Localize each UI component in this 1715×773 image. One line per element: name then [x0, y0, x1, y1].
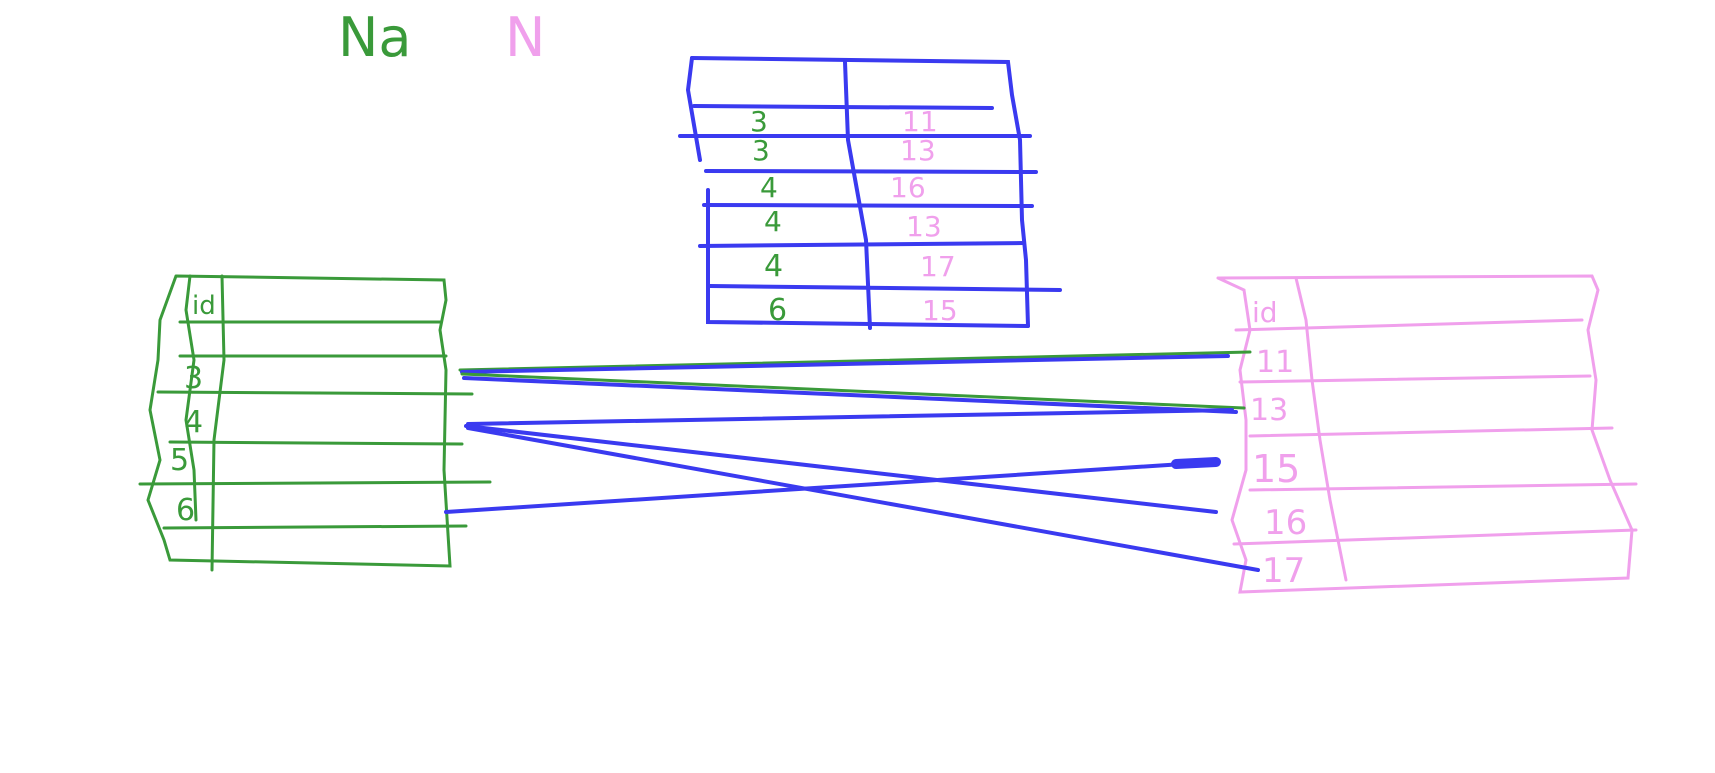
- right-table-id: 15: [1252, 447, 1300, 491]
- join-right-cell: 15: [922, 294, 958, 327]
- left-table-cells: id 3 4 5 6: [170, 291, 216, 528]
- join-left-cell: 4: [764, 205, 782, 238]
- right-table-id: 17: [1262, 551, 1305, 591]
- right-table-column-divider: [1294, 276, 1348, 582]
- join-connectors: [444, 350, 1260, 572]
- left-table-row-line: [168, 440, 464, 446]
- title: Na N: [338, 6, 545, 69]
- right-table-id: 11: [1256, 345, 1294, 380]
- join-table-border-left-upper: [685, 56, 702, 162]
- right-table-row-line: [1238, 374, 1592, 384]
- connector-6-15-endpoint: [1171, 457, 1221, 469]
- connector-3-11: [460, 354, 1230, 374]
- join-right-cell: 13: [906, 210, 942, 243]
- join-left-cell: 6: [768, 293, 787, 328]
- left-table: [138, 274, 492, 572]
- connector-3-13: [462, 376, 1238, 414]
- left-table-inner-left-line: [184, 274, 198, 522]
- left-table-column-divider: [210, 274, 226, 572]
- title-na: Na: [338, 6, 412, 69]
- connector-6-15: [444, 460, 1216, 514]
- connector-3-13-green: [460, 372, 1246, 410]
- right-table-id: 16: [1264, 503, 1307, 543]
- right-table-id: 13: [1250, 393, 1288, 428]
- left-table-header: id: [192, 291, 216, 321]
- join-left-cell: 3: [752, 134, 770, 167]
- right-table-row-line: [1232, 528, 1638, 546]
- left-table-id: 4: [184, 405, 203, 440]
- join-table: [678, 56, 1062, 330]
- join-right-cell: 11: [902, 105, 938, 138]
- connector-4-17: [466, 426, 1260, 572]
- join-table-row-line: [698, 241, 1026, 248]
- join-right-cell: 16: [890, 171, 926, 204]
- right-table-cells: id 11 13 15 16 17: [1250, 296, 1307, 591]
- join-right-cell: 13: [900, 134, 936, 167]
- title-n: N: [505, 6, 545, 69]
- join-left-cell: 3: [750, 105, 768, 138]
- connector-4-16: [464, 424, 1218, 514]
- connector-3-11-green: [458, 350, 1252, 372]
- right-table-row-line: [1248, 426, 1614, 438]
- right-table-header: id: [1252, 296, 1278, 329]
- join-left-cell: 4: [764, 249, 783, 284]
- connector-4-13: [466, 408, 1234, 426]
- left-table-row-line: [156, 390, 474, 396]
- left-table-row-line: [162, 524, 468, 530]
- left-table-row-line: [138, 480, 492, 486]
- left-table-id: 5: [170, 443, 189, 478]
- join-table-row-line: [702, 203, 1034, 208]
- join-table-border-top-right: [690, 56, 1030, 328]
- join-right-cell: 17: [920, 250, 956, 283]
- join-table-row-line: [704, 169, 1038, 174]
- left-table-border: [146, 274, 452, 568]
- right-table-row-line: [1248, 482, 1638, 492]
- join-table-border-left-bottom: [706, 188, 1030, 328]
- right-table: [1216, 274, 1638, 594]
- right-table-border: [1216, 274, 1634, 594]
- join-table-rows: 3 11 3 13 4 16 4 13 4 17 6 15: [750, 105, 958, 328]
- join-left-cell: 4: [760, 171, 778, 204]
- left-table-id: 6: [176, 493, 195, 528]
- right-table-row-line: [1234, 318, 1584, 332]
- join-table-column-divider: [843, 60, 872, 330]
- left-table-id: 3: [184, 361, 203, 396]
- join-table-row-line: [708, 284, 1062, 292]
- join-table-row-line: [692, 104, 994, 110]
